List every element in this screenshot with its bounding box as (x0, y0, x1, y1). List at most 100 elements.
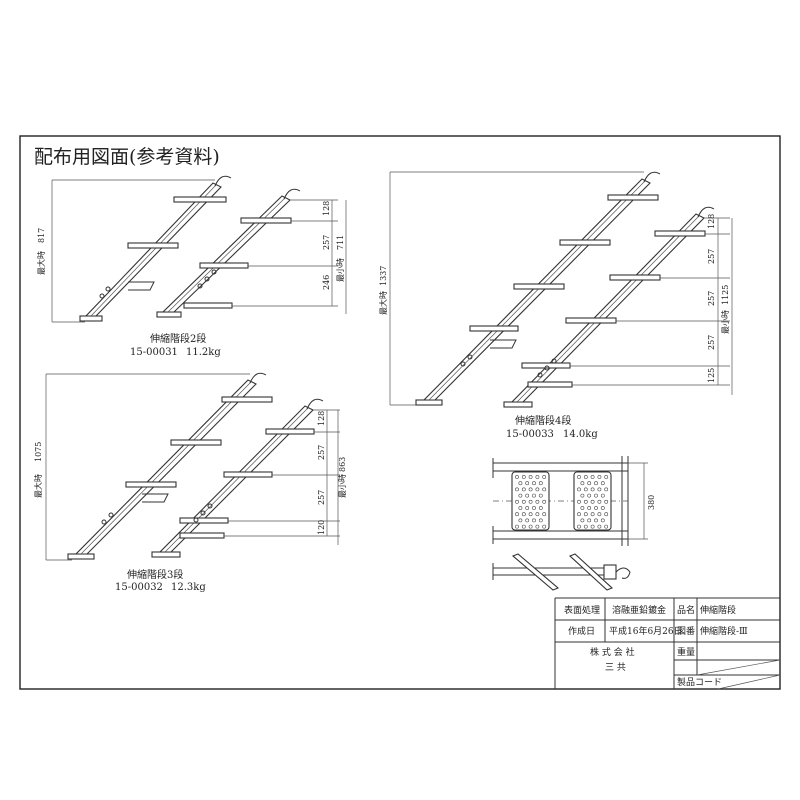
pin-hole (197, 283, 203, 289)
perforation-hole (580, 493, 585, 498)
max-height-label: 最大時 (33, 474, 43, 498)
perforation-hole (535, 487, 540, 492)
base-plate (415, 399, 443, 406)
stair-drawing-4-step: 最大時 1337 128 257 (378, 171, 733, 440)
drawing-number-label: 図番 (677, 625, 695, 637)
pin-hole (193, 517, 199, 523)
plan-tread (511, 471, 550, 531)
perforation-hole (600, 493, 605, 498)
perforation-hole (604, 512, 609, 517)
step-spacing-value: 257 (707, 249, 716, 264)
perforation-hole (535, 499, 540, 504)
tread (513, 283, 565, 290)
pin-hole (207, 503, 213, 509)
perforation-hole (535, 475, 540, 479)
pole-centerline (90, 184, 217, 317)
perforation-hole (528, 512, 533, 517)
company-name-line2: 三 共 (605, 662, 626, 673)
tread (607, 194, 659, 201)
hook (697, 206, 715, 218)
max-height-label: 最大時 (36, 251, 46, 275)
step-spacing-value: 128 (317, 411, 326, 426)
step-spacing-value: 257 (317, 490, 326, 505)
tread (654, 230, 706, 237)
tread (527, 381, 573, 388)
pin-hole (99, 293, 105, 299)
step-spacing-value: 257 (322, 235, 331, 250)
perforation-hole (532, 481, 536, 486)
outer-pole (84, 182, 222, 317)
tread (565, 317, 617, 324)
perforation-hole (521, 487, 526, 492)
perforation-hole (600, 506, 605, 510)
perforation-hole (535, 524, 540, 529)
perforation-hole (580, 481, 585, 486)
tread (521, 362, 571, 369)
perforation-hole (542, 487, 547, 492)
perforation-hole (525, 493, 530, 498)
stair-weight: 14.0kg (563, 429, 598, 440)
pin-hole (200, 510, 206, 516)
hook (249, 372, 267, 384)
perforation-hole (518, 481, 523, 486)
created-date-value: 平成16年6月26日 (609, 625, 683, 637)
drawing-frame (19, 135, 781, 690)
tread (170, 439, 222, 446)
perforation-hole (597, 475, 602, 479)
stair-weight: 11.2kg (186, 347, 221, 358)
perforation-hole (515, 475, 519, 479)
min-height-label: 最小時 (336, 258, 345, 282)
perforation-hole (597, 512, 602, 517)
perforation-hole (542, 524, 547, 529)
stair-name: 伸縮階段3段 (127, 568, 183, 581)
stair-weight: 12.3kg (171, 582, 206, 593)
tread (265, 428, 315, 435)
stair-name: 伸縮階段4段 (515, 414, 571, 427)
step-spacing-value: 125 (707, 368, 716, 383)
plan-tread (573, 471, 612, 531)
perforation-hole (538, 481, 543, 486)
base-plate (151, 551, 181, 558)
max-height-value: 817 (37, 228, 46, 243)
perforation-hole (525, 506, 530, 510)
perforation-hole (590, 487, 595, 492)
created-date-label: 作成日 (568, 625, 595, 637)
perforation-hole (542, 512, 547, 517)
perforation-hole (515, 499, 519, 504)
lock-chain (490, 339, 517, 349)
drawing-number-value: 伸縮階段-Ⅲ (700, 625, 748, 637)
pin-hole (204, 276, 210, 282)
min-height-value: 863 (338, 457, 347, 472)
perforation-hole (577, 524, 581, 529)
stair-name: 伸縮階段2段 (150, 332, 206, 345)
pin-hole (101, 519, 107, 525)
step-spacing-value: 128 (322, 201, 331, 216)
perforation-hole (521, 499, 526, 504)
perforation-hole (604, 499, 609, 504)
side-tread (568, 553, 614, 591)
perforation-hole (583, 475, 588, 479)
perforation-hole (528, 487, 533, 492)
perforation-hole (577, 512, 581, 517)
perforation-hole (587, 481, 592, 486)
perforation-hole (583, 499, 588, 504)
product-code: 15-00031 (130, 347, 178, 358)
pin-hole (108, 512, 114, 518)
perforation-hole (521, 512, 526, 517)
inner-pole (158, 405, 314, 553)
perforation-hole (577, 499, 581, 504)
perforation-hole (532, 518, 536, 523)
perforation-hole (587, 493, 592, 498)
perforation-hole (604, 487, 609, 492)
side-view (492, 553, 631, 591)
perforation-hole (587, 518, 592, 523)
perforation-hole (594, 506, 598, 510)
perforation-hole (583, 524, 588, 529)
tread (469, 325, 519, 332)
perforation-hole (580, 506, 585, 510)
company-name-line1: 株 式 会 社 (590, 646, 635, 658)
tread (609, 274, 661, 281)
inner-pole (161, 195, 291, 313)
perforation-hole (518, 493, 523, 498)
perforation-hole (597, 499, 602, 504)
